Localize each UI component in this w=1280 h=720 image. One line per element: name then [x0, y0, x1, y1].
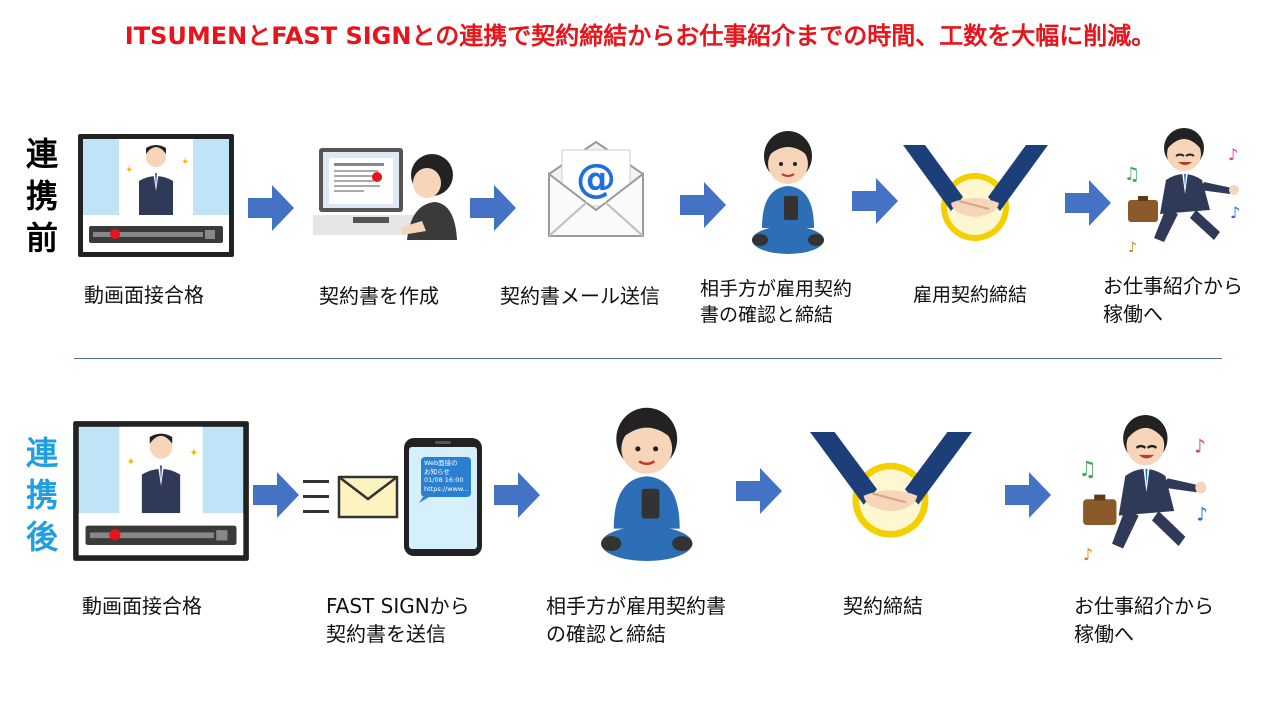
step-label-line: 契約書を送信 — [326, 620, 470, 648]
phone-notice-text: Web面接の お知らせ 01/08 16:00 https://www... — [424, 459, 472, 493]
section-divider — [74, 358, 1222, 359]
svg-text:@: @ — [576, 156, 616, 202]
svg-text:♫: ♫ — [1124, 164, 1140, 185]
svg-text:♪: ♪ — [1128, 240, 1137, 256]
smartphone-notification-icon: Web面接の お知らせ 01/08 16:00 https://www... — [403, 437, 483, 557]
svg-text:♪: ♪ — [1228, 145, 1238, 164]
before-label-char: 連 — [22, 133, 62, 175]
phone-notice-line: 01/08 16:00 — [424, 476, 472, 485]
step-label-line: お仕事紹介から — [1103, 272, 1243, 300]
flow-arrow — [470, 185, 516, 231]
step-label-line: お仕事紹介から — [1074, 592, 1214, 620]
svg-text:♪: ♪ — [1083, 545, 1093, 564]
step-label: FAST SIGNから 契約書を送信 — [326, 592, 470, 648]
step-label-line: の確認と締結 — [546, 620, 726, 648]
video-interview-icon: ✦ ✦ — [77, 133, 235, 258]
step-label: 相手方が雇用契約 書の確認と締結 — [700, 276, 852, 328]
flow-arrow — [1005, 472, 1051, 518]
step-label: お仕事紹介から 稼働へ — [1103, 272, 1243, 328]
before-label-char: 前 — [22, 217, 62, 259]
flow-arrow — [736, 468, 782, 514]
svg-text:♪: ♪ — [1194, 436, 1205, 458]
step-label-line: 稼働へ — [1074, 620, 1214, 648]
phone-notice-line: Web面接の — [424, 459, 472, 468]
step-label: 契約書メール送信 — [500, 282, 660, 310]
step-label-line: 書の確認と締結 — [700, 302, 852, 328]
businessman-running-icon: ♫ ♪ ♪ ♪ — [1072, 408, 1222, 566]
video-interview-icon: ✦ ✦ — [72, 420, 250, 562]
sent-envelope-icon — [301, 474, 401, 520]
phone-notice-line: https://www... — [424, 485, 472, 494]
step-label: 雇用契約締結 — [913, 281, 1027, 309]
svg-text:♪: ♪ — [1196, 504, 1207, 526]
flow-arrow — [852, 178, 898, 224]
step-label: 相手方が雇用契約書 の確認と締結 — [546, 592, 726, 648]
flow-arrow — [680, 182, 726, 228]
flow-arrow — [248, 185, 294, 231]
step-label: 契約書を作成 — [319, 282, 439, 310]
after-label-char: 後 — [22, 516, 62, 558]
before-label-char: 携 — [22, 175, 62, 217]
step-label: 動画面接合格 — [82, 592, 202, 620]
before-row-label: 連 携 前 — [22, 133, 62, 259]
after-row-label: 連 携 後 — [22, 432, 62, 558]
step-label: お仕事紹介から 稼働へ — [1074, 592, 1214, 648]
person-phone-icon — [596, 404, 700, 566]
step-label-line: 相手方が雇用契約 — [700, 276, 852, 302]
handshake-icon — [810, 432, 972, 542]
flow-arrow — [253, 472, 299, 518]
svg-text:✦: ✦ — [126, 455, 135, 468]
step-label: 動画面接合格 — [84, 281, 204, 309]
svg-text:♪: ♪ — [1230, 203, 1240, 222]
page-title: ITSUMENとFAST SIGNとの連携で契約締結からお仕事紹介までの時間、工… — [0, 16, 1280, 51]
person-phone-icon — [748, 128, 830, 258]
flow-arrow — [494, 472, 540, 518]
svg-text:♫: ♫ — [1079, 456, 1097, 481]
step-label: 契約締結 — [843, 592, 923, 620]
flow-arrow — [1065, 180, 1111, 226]
step-label-line: 相手方が雇用契約書 — [546, 592, 726, 620]
step-label-line: FAST SIGNから — [326, 592, 470, 620]
handshake-icon — [903, 145, 1048, 245]
phone-notice-line: お知らせ — [424, 468, 472, 477]
svg-text:✦: ✦ — [181, 157, 189, 168]
after-label-char: 連 — [22, 432, 62, 474]
step-label-line: 稼働へ — [1103, 300, 1243, 328]
after-label-char: 携 — [22, 474, 62, 516]
svg-text:✦: ✦ — [125, 165, 133, 176]
email-envelope-icon: @ — [545, 138, 647, 240]
svg-text:✦: ✦ — [189, 446, 198, 459]
businessman-running-icon: ♫ ♪ ♪ ♪ — [1118, 122, 1253, 257]
create-contract-pc-icon — [307, 145, 462, 240]
